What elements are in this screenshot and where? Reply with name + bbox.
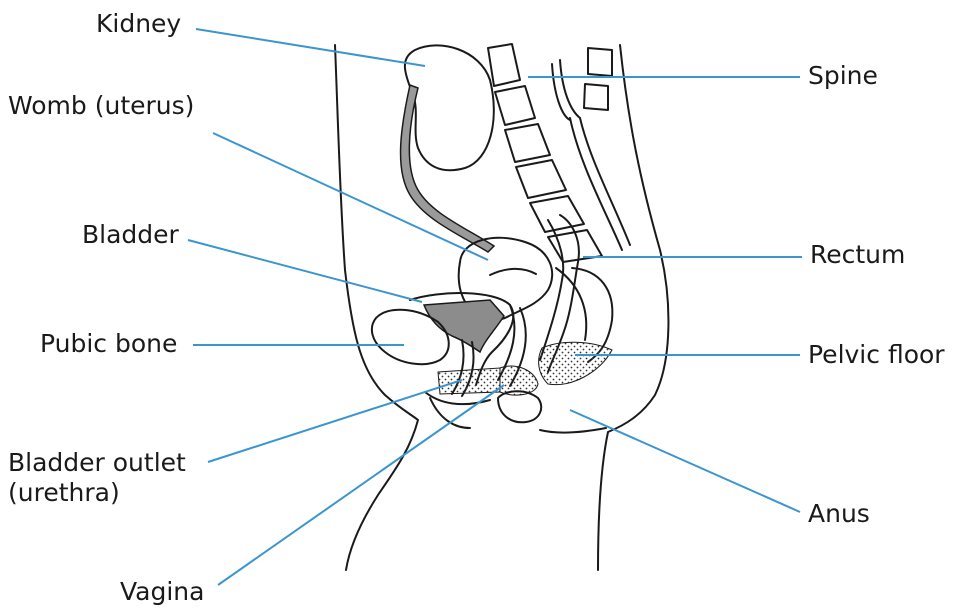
label-vagina: Vagina [120, 578, 204, 606]
label-bladder-outlet: Bladder outlet [8, 449, 186, 477]
leader-vagina [218, 385, 504, 585]
bladder-shape [424, 300, 504, 352]
leader-kidney [196, 29, 425, 66]
pelvic-floor-back [539, 342, 612, 384]
label-pelvic-floor: Pelvic floor [808, 341, 945, 369]
pelvic-floor-front [438, 368, 500, 394]
label-urethra: (urethra) [8, 479, 120, 507]
womb-inner [490, 269, 536, 275]
label-pubic-bone: Pubic bone [40, 330, 177, 358]
label-spine: Spine [808, 62, 878, 90]
body-back-outline [598, 45, 668, 570]
label-anus: Anus [808, 500, 870, 528]
label-bladder: Bladder [82, 221, 179, 249]
label-rectum: Rectum [810, 241, 905, 269]
label-womb: Womb (uterus) [8, 92, 194, 120]
leader-womb [213, 133, 488, 260]
label-kidney: Kidney [96, 10, 181, 38]
leader-bladder-outlet [208, 380, 462, 462]
buttock-fold [540, 428, 606, 433]
anus-shape [498, 391, 541, 422]
leader-anus [570, 410, 800, 512]
leader-bladder [188, 240, 422, 302]
